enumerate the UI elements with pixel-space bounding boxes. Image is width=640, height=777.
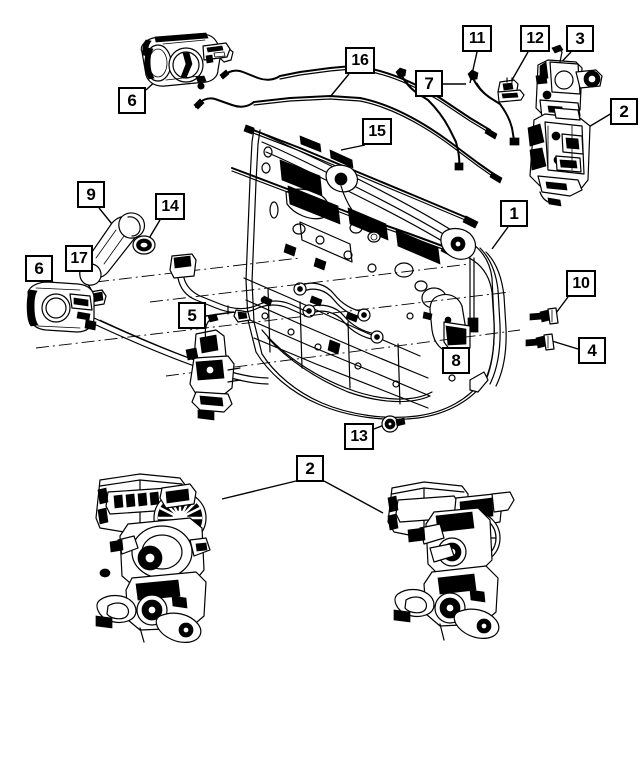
callout-2-bottom[interactable]: 2 <box>296 455 324 482</box>
part-door-panel-1 <box>243 128 507 420</box>
callout-3[interactable]: 3 <box>566 25 594 52</box>
part-wire-harness-5 <box>169 253 309 323</box>
callout-7[interactable]: 7 <box>415 70 443 97</box>
callout-15[interactable]: 15 <box>362 118 392 145</box>
detail-latch-left <box>95 473 211 643</box>
part-latch-assembly-2 <box>527 107 591 207</box>
alignment-axes <box>35 257 521 377</box>
callout-5[interactable]: 5 <box>178 302 206 329</box>
detail-latch-right <box>387 481 515 641</box>
callout-14[interactable]: 14 <box>155 193 185 220</box>
part-inside-handle-bezel-top <box>140 32 234 90</box>
part-bushing-14 <box>132 235 156 255</box>
part-handle-bezel-6-left <box>26 281 97 333</box>
part-handle-9 <box>79 212 146 286</box>
part-screw-10 <box>529 307 559 325</box>
part-clip-12 <box>497 77 525 103</box>
callout-12[interactable]: 12 <box>520 25 550 52</box>
callout-1[interactable]: 1 <box>500 200 528 227</box>
callout-4[interactable]: 4 <box>578 337 606 364</box>
part-screw-4 <box>525 333 555 351</box>
callout-13[interactable]: 13 <box>344 423 374 450</box>
callout-8[interactable]: 8 <box>442 347 470 374</box>
callout-9[interactable]: 9 <box>77 181 105 208</box>
callout-2-right[interactable]: 2 <box>610 98 638 125</box>
callout-17[interactable]: 17 <box>65 245 93 272</box>
leader-lines <box>46 51 613 514</box>
callout-6-left[interactable]: 6 <box>25 255 53 282</box>
callout-6-top[interactable]: 6 <box>118 87 146 114</box>
callout-16[interactable]: 16 <box>345 47 375 74</box>
part-bolt-13 <box>381 415 406 433</box>
callout-11[interactable]: 11 <box>462 25 492 52</box>
callout-10[interactable]: 10 <box>566 270 596 297</box>
part-latch-lower-left <box>185 313 241 421</box>
part-lock-rod-11 <box>467 69 520 146</box>
